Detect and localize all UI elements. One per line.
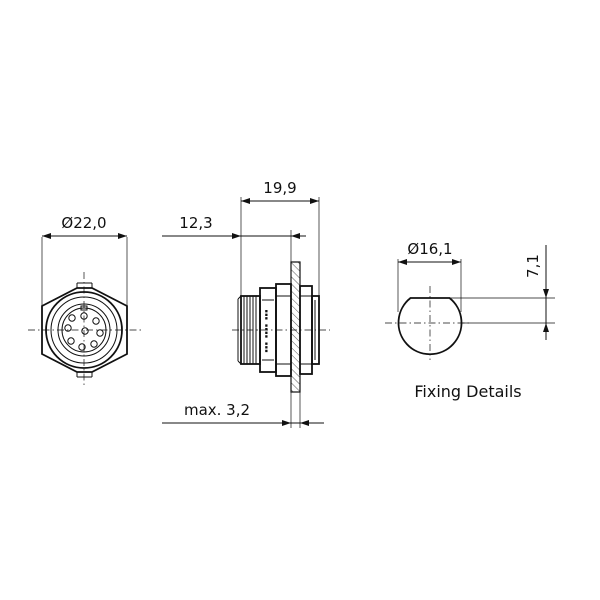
panel-thickness-label: max. 3,2 bbox=[184, 401, 250, 419]
side-front-length-label: 12,3 bbox=[179, 214, 212, 232]
engraving-mark-icon: ▪▪▪ ▪▪▪▪ ▪▪▪ bbox=[263, 309, 270, 352]
front-diameter-label: Ø22,0 bbox=[61, 214, 106, 232]
fixing-details-caption: Fixing Details bbox=[414, 382, 521, 401]
panel-cutout-icon bbox=[385, 245, 555, 360]
cutout-diameter-label: Ø16,1 bbox=[407, 240, 452, 258]
cutout-flat-label: 7,1 bbox=[524, 254, 542, 278]
side-total-length-label: 19,9 bbox=[263, 179, 296, 197]
connector-side-view-icon: ▪▪▪ ▪▪▪▪ ▪▪▪ bbox=[162, 197, 330, 428]
connector-front-view-icon bbox=[28, 233, 141, 386]
